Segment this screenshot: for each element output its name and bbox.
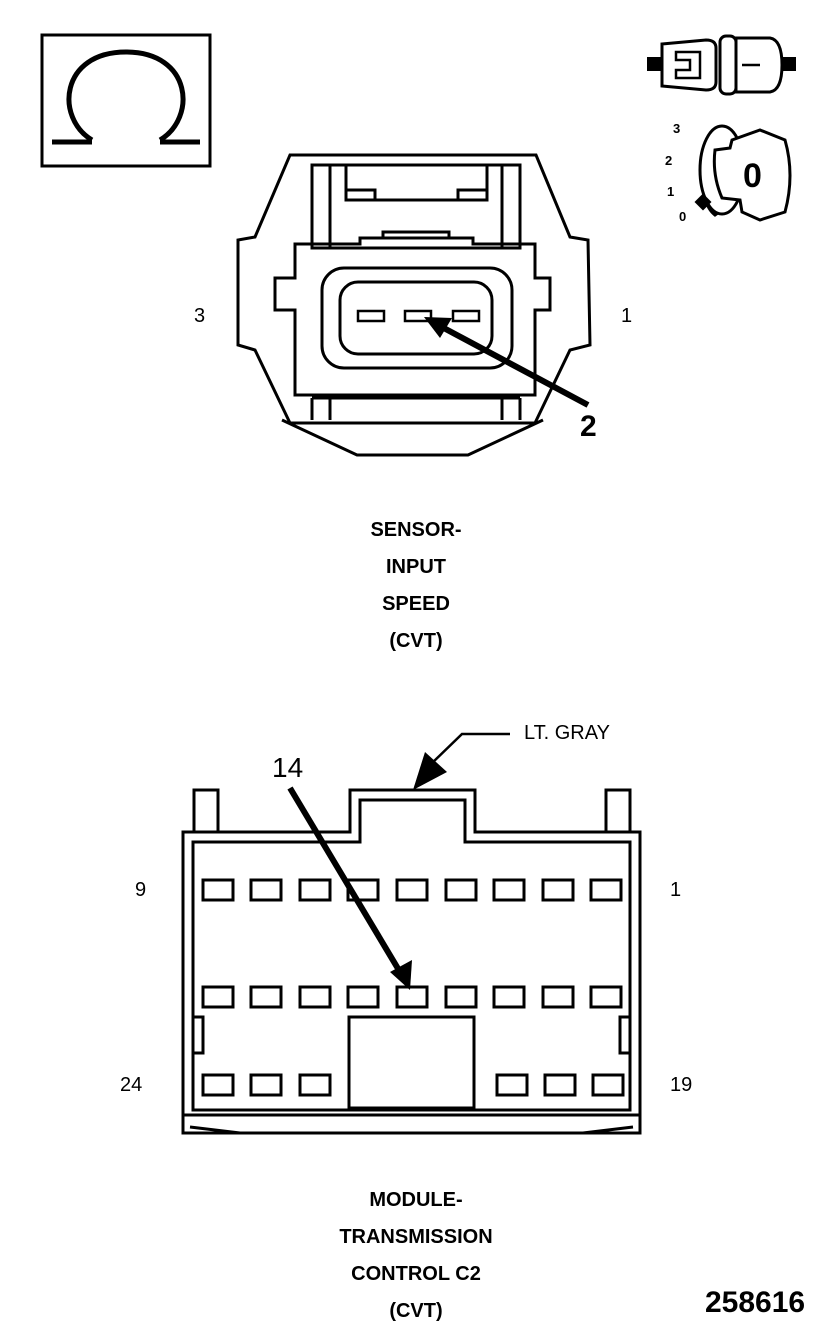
sensor-caption-line-2: INPUT: [386, 556, 446, 578]
ignition-key-icon: [694, 124, 792, 222]
module-caption: MODULE- TRANSMISSION CONTROL C2 (CVT): [296, 1182, 536, 1330]
module-connector-body: [181, 788, 642, 1135]
sensor-pin-3-label: 3: [194, 305, 206, 327]
ignition-position-3: 3: [673, 121, 681, 136]
module-pin-19-label: 19: [670, 1074, 693, 1096]
module-terminals: [201, 878, 625, 1097]
module-pin-14-callout: 14: [272, 752, 304, 783]
sensor-connector-body: [236, 153, 592, 457]
module-caption-line-1: MODULE-: [369, 1189, 463, 1211]
sensor-caption-line-4: (CVT): [389, 630, 443, 652]
module-caption-line-3: CONTROL C2: [351, 1263, 481, 1285]
ignition-position-2: 2: [665, 153, 673, 168]
sensor-pin-2-callout: 2: [580, 410, 597, 443]
ohm-symbol-icon: [40, 33, 212, 168]
module-pin-9-label: 9: [135, 879, 147, 901]
module-pin-1-label: 1: [670, 879, 682, 901]
color-label-leader: [413, 732, 510, 790]
sensor-pin-1-label: 1: [621, 305, 633, 327]
connector-probe-icon: [647, 34, 796, 96]
module-caption-line-2: TRANSMISSION: [339, 1226, 493, 1248]
figure-number: 258616: [705, 1286, 806, 1319]
pin-2-callout-arrow: [424, 317, 590, 408]
sensor-caption-line-3: SPEED: [382, 593, 450, 615]
ignition-position-0: 0: [679, 209, 687, 224]
sensor-caption-line-1: SENSOR-: [370, 519, 462, 541]
pin-14-callout-arrow: [287, 786, 412, 990]
ignition-key-label: 0: [743, 157, 762, 195]
module-caption-line-4: (CVT): [389, 1300, 443, 1322]
ignition-position-1: 1: [667, 184, 675, 199]
module-pin-24-label: 24: [120, 1074, 143, 1096]
sensor-terminals: [356, 309, 481, 323]
sensor-caption: SENSOR- INPUT SPEED (CVT): [316, 512, 516, 660]
color-label: LT. GRAY: [524, 722, 610, 744]
